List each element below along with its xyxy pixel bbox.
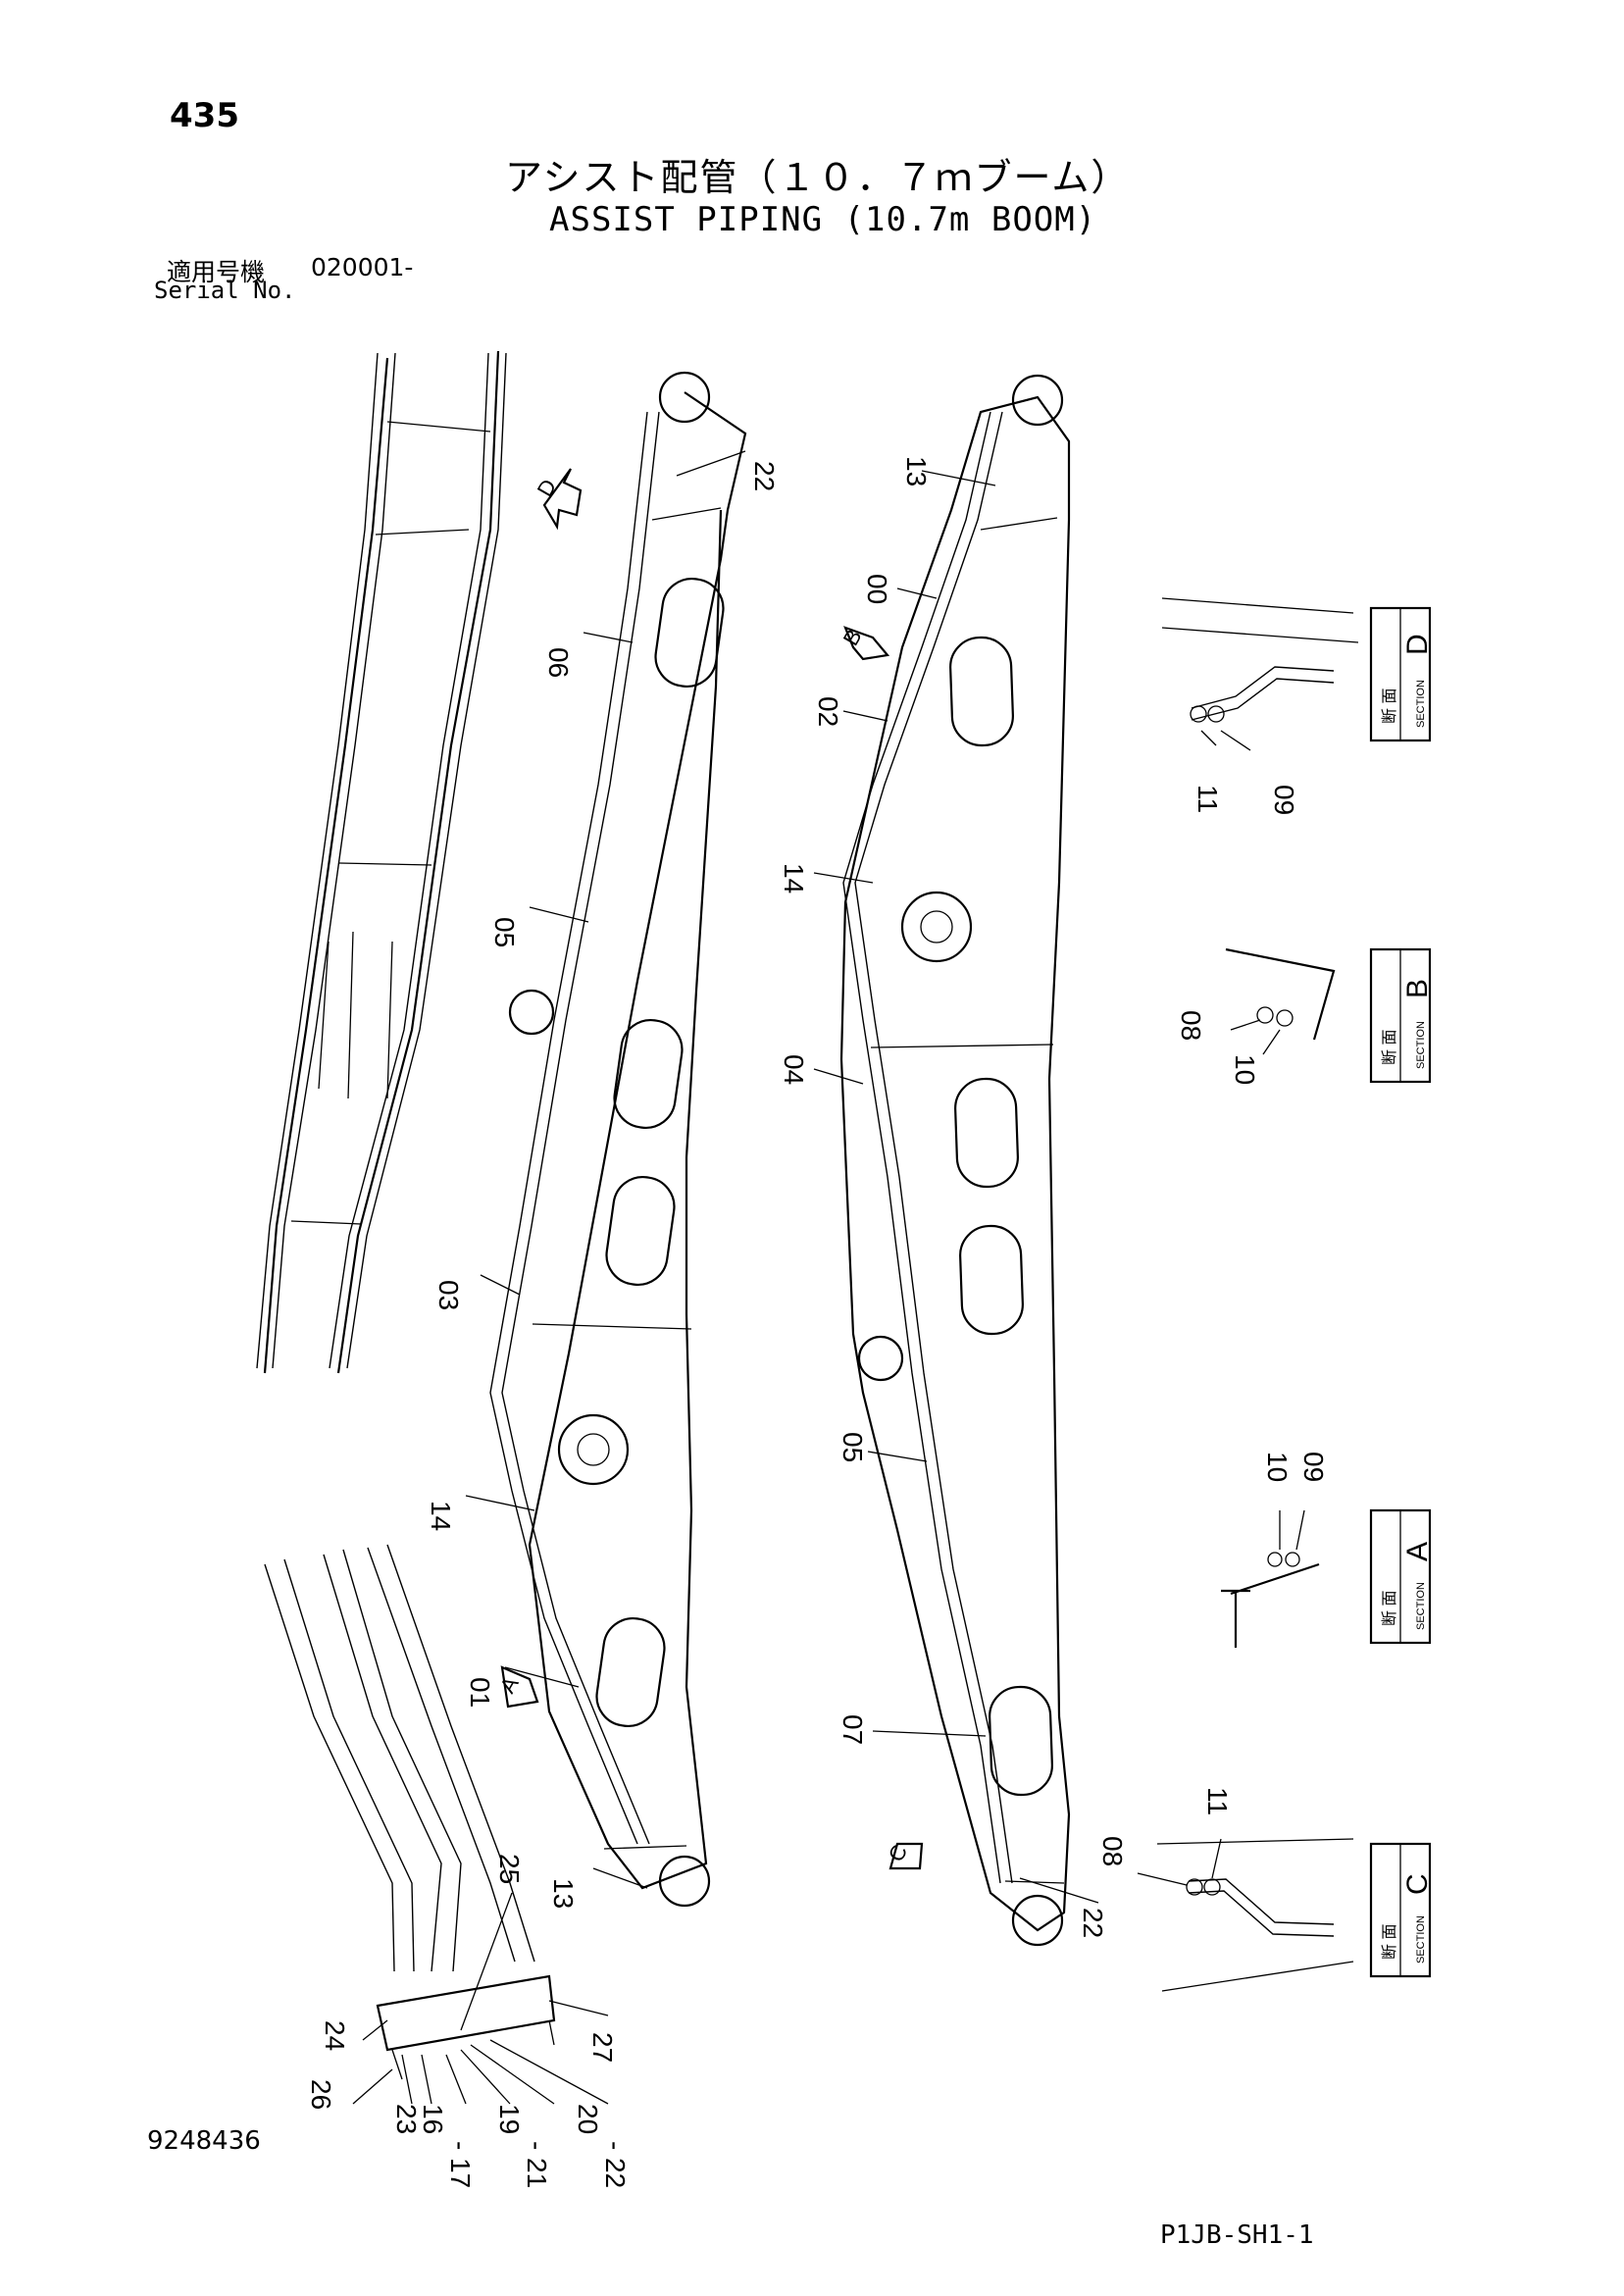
section-box-d-kanji: 断 面 (1381, 689, 1398, 724)
callout-dash-21: - (522, 2141, 552, 2150)
callout-01: 01 (465, 1677, 495, 1708)
callout-05-right: 05 (837, 1432, 868, 1462)
callout-23: 23 (391, 2104, 422, 2134)
callout-16: 16 (418, 2104, 448, 2134)
section-box-c: 断 面 SECTION C (1369, 1842, 1434, 1978)
section-box-d-letter: D (1401, 634, 1434, 655)
section-box-a-letter: A (1401, 1542, 1434, 1561)
drawing-number: 9248436 (147, 2126, 261, 2156)
section-box-a: 断 面 SECTION A (1369, 1508, 1434, 1645)
callout-04: 04 (779, 1054, 809, 1085)
callout-08-section-b: 08 (1176, 1010, 1206, 1041)
sheet-code: P1JB-SH1-1 (1160, 2220, 1314, 2250)
serial-value: 020001- (311, 253, 414, 281)
section-box-c-letter: C (1401, 1873, 1434, 1895)
view-arrow-b: B (838, 625, 890, 661)
callout-06: 06 (543, 647, 574, 678)
callout-dash-22: - (600, 2141, 631, 2150)
callout-20: 20 (573, 2104, 603, 2134)
callout-dash-17: - (445, 2141, 476, 2150)
callout-09-section-d: 09 (1269, 785, 1299, 815)
view-arrow-a: A (495, 1665, 539, 1709)
callouts-left-boom: 22 06 05 03 14 01 13 (426, 461, 780, 1909)
callout-24: 24 (320, 2020, 350, 2051)
view-arrow-d-label: D (533, 475, 562, 500)
section-box-b-letter: B (1401, 979, 1434, 998)
callouts-base-detail: 25 24 26 27 23 16 17 19 21 20 22 - - - (306, 1854, 631, 2188)
section-box-c-word: SECTION (1415, 1915, 1427, 1964)
callout-14-right: 14 (779, 863, 809, 893)
top-piping-plan-view (256, 350, 507, 1374)
base-detail-view (264, 1544, 556, 2080)
section-box-a-word: SECTION (1415, 1582, 1427, 1630)
callout-13-right: 13 (901, 456, 932, 486)
callout-27: 27 (587, 2032, 618, 2063)
leader-lines (352, 450, 1305, 2105)
right-boom (839, 374, 1071, 1947)
callout-14-left: 14 (426, 1501, 456, 1531)
callout-22-base: 22 (600, 2158, 631, 2188)
callout-17: 17 (445, 2158, 476, 2188)
section-box-b-kanji: 断 面 (1381, 1030, 1398, 1065)
callout-21: 21 (522, 2158, 552, 2188)
left-boom (489, 371, 747, 1908)
callout-11-section-c: 11 (1202, 1787, 1233, 1815)
section-a-detail (1221, 1552, 1320, 1648)
section-box-b: 断 面 SECTION B (1369, 947, 1434, 1084)
title-japanese: アシスト配管（１０．７ｍブーム） (505, 156, 1131, 199)
callout-11-section-d: 11 (1193, 785, 1223, 813)
page-number: 435 (170, 96, 239, 135)
section-box-d-word: SECTION (1415, 680, 1427, 728)
callout-13-left: 13 (548, 1878, 579, 1909)
callout-10-section-a: 10 (1262, 1452, 1293, 1482)
title-english: ASSIST PIPING (10.7m BOOM) (549, 200, 1097, 239)
callout-08-section-c: 08 (1097, 1836, 1128, 1866)
callout-07: 07 (837, 1714, 868, 1745)
section-box-d: 断 面 SECTION D (1369, 606, 1434, 742)
callout-19: 19 (494, 2104, 525, 2134)
callout-05-left: 05 (489, 917, 520, 947)
callout-22-left-top: 22 (749, 461, 780, 491)
section-box-b-word: SECTION (1415, 1021, 1427, 1069)
callout-03: 03 (433, 1280, 464, 1310)
callout-26: 26 (306, 2079, 336, 2110)
callout-09-section-a: 09 (1298, 1452, 1329, 1482)
callout-22-right: 22 (1078, 1908, 1108, 1938)
callout-10-section-b: 10 (1230, 1054, 1260, 1085)
callouts-right-boom: 13 00 02 14 04 05 07 22 (779, 456, 1108, 1938)
callouts-sections: 11 09 08 10 10 09 08 11 (1097, 785, 1329, 1866)
section-c-detail (1156, 1838, 1354, 1992)
view-arrow-c: C (884, 1840, 924, 1870)
serial-label-english: Serial No. (154, 277, 296, 304)
section-d-detail (1161, 597, 1359, 723)
view-arrow-b-label: B (838, 625, 867, 649)
section-b-detail (1225, 947, 1336, 1041)
callout-25: 25 (494, 1854, 525, 1884)
callout-00: 00 (862, 574, 892, 604)
view-arrow-d: D (533, 468, 583, 531)
section-box-c-kanji: 断 面 (1381, 1924, 1398, 1960)
view-arrow-a-label: A (495, 1672, 524, 1697)
callout-02: 02 (813, 696, 843, 727)
serial-label-japanese: 適用号機 (167, 258, 266, 286)
section-box-a-kanji: 断 面 (1381, 1591, 1398, 1626)
